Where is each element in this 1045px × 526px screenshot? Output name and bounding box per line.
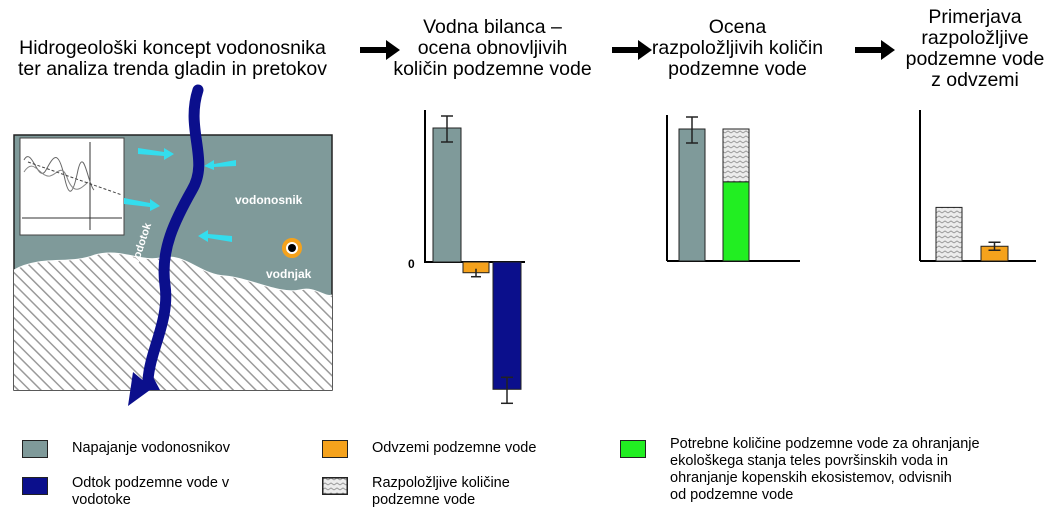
legend-swatch-ecological <box>620 440 646 458</box>
bar-ecological <box>722 181 750 262</box>
arrow-right-icon <box>855 40 895 60</box>
bar-available <box>935 206 963 262</box>
water-balance-chart: 0 <box>408 110 525 405</box>
legend-swatch-available <box>322 477 348 495</box>
bar-recharge <box>432 127 462 263</box>
legend-swatch-abstraction <box>322 440 348 458</box>
bar-recharge <box>678 128 706 262</box>
step-title-water-balance: Vodna bilanca – ocena obnovljivih količi… <box>393 16 592 80</box>
comparison-chart <box>919 110 1036 262</box>
inflow-arrows <box>124 148 236 242</box>
arrow-right-icon <box>612 40 652 60</box>
stream-path <box>142 84 205 386</box>
available-quantities-chart <box>666 115 800 262</box>
aquifer-concept-diagram: vodonosnik vodotok vodnjak <box>13 84 333 406</box>
zero-tick-label: 0 <box>408 257 415 271</box>
bar-available <box>722 128 750 183</box>
stream-arrowhead <box>128 372 160 406</box>
aquifer-label: vodonosnik <box>235 193 303 207</box>
bedrock-layer <box>14 253 332 390</box>
arrow-right-icon <box>360 40 400 60</box>
legend-swatch-outflow <box>22 477 48 495</box>
trend-inset-chart <box>19 137 125 236</box>
bar-outflow <box>492 261 522 390</box>
step-title-available-estimate: Ocena razpoložljivih količin podzemne vo… <box>651 16 824 80</box>
step-title-comparison: Primerjava razpoložljive podzemne vode z… <box>905 6 1045 91</box>
well-label: vodnjak <box>266 267 312 281</box>
legend-swatch-recharge <box>22 440 48 458</box>
step-title-concept: Hidrogeološki koncept vodonosnika ter an… <box>18 37 327 80</box>
